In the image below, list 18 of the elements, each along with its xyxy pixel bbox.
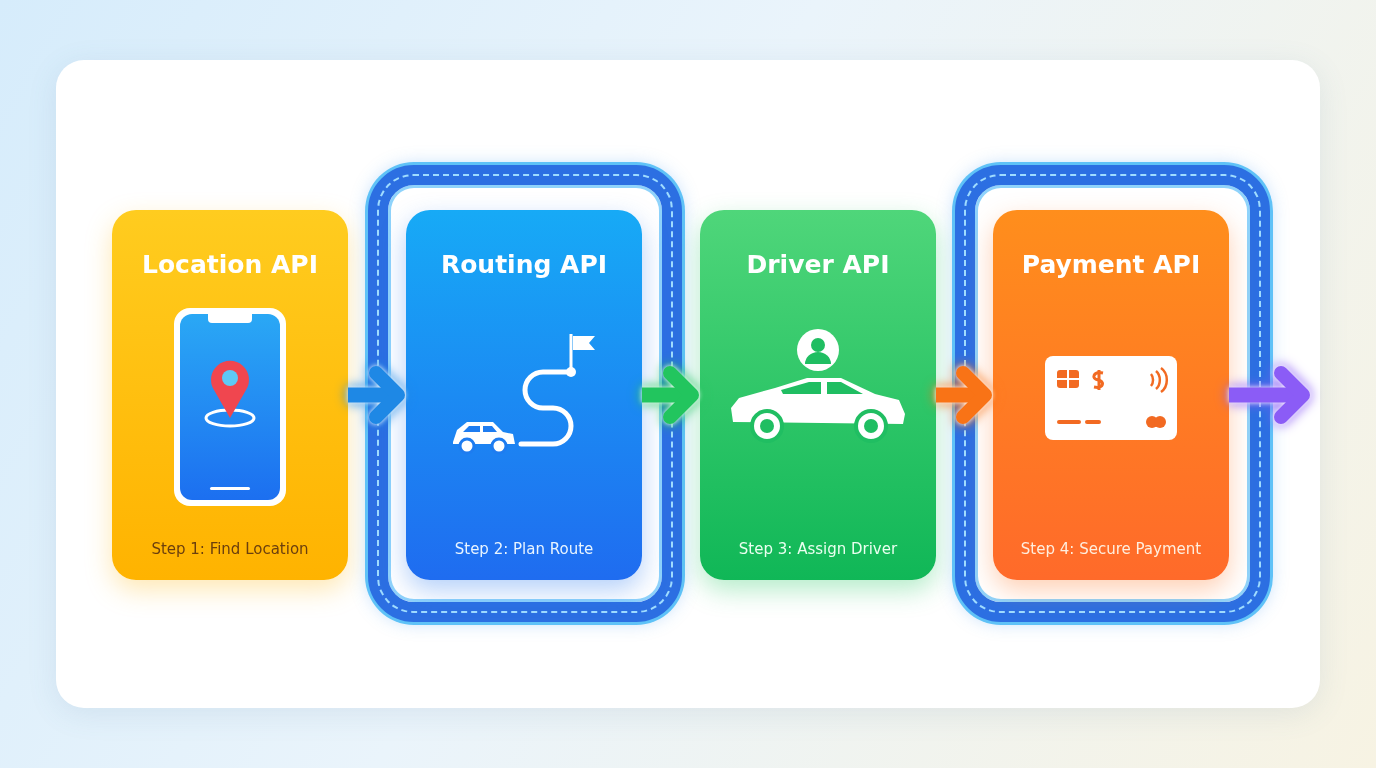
card-title: Driver API	[746, 250, 890, 279]
road-frame	[955, 165, 1270, 622]
card-title: Location API	[142, 250, 318, 279]
arrow	[936, 366, 992, 424]
step-label: Step 4: Secure Payment	[1019, 540, 1203, 558]
card-title: Routing API	[440, 250, 608, 279]
step-label: Step 1: Find Location	[150, 540, 310, 558]
arrow	[1229, 366, 1310, 424]
api-card	[700, 210, 936, 580]
step-label: Step 3: Assign Driver	[737, 540, 899, 558]
api-card	[993, 210, 1229, 580]
arrow	[642, 366, 699, 424]
road-frame	[368, 165, 682, 622]
api-card	[112, 210, 348, 580]
arrow	[348, 366, 405, 424]
card-title: Payment API	[1021, 250, 1201, 279]
step-label: Step 2: Plan Route	[453, 540, 595, 558]
api-card	[406, 210, 642, 580]
